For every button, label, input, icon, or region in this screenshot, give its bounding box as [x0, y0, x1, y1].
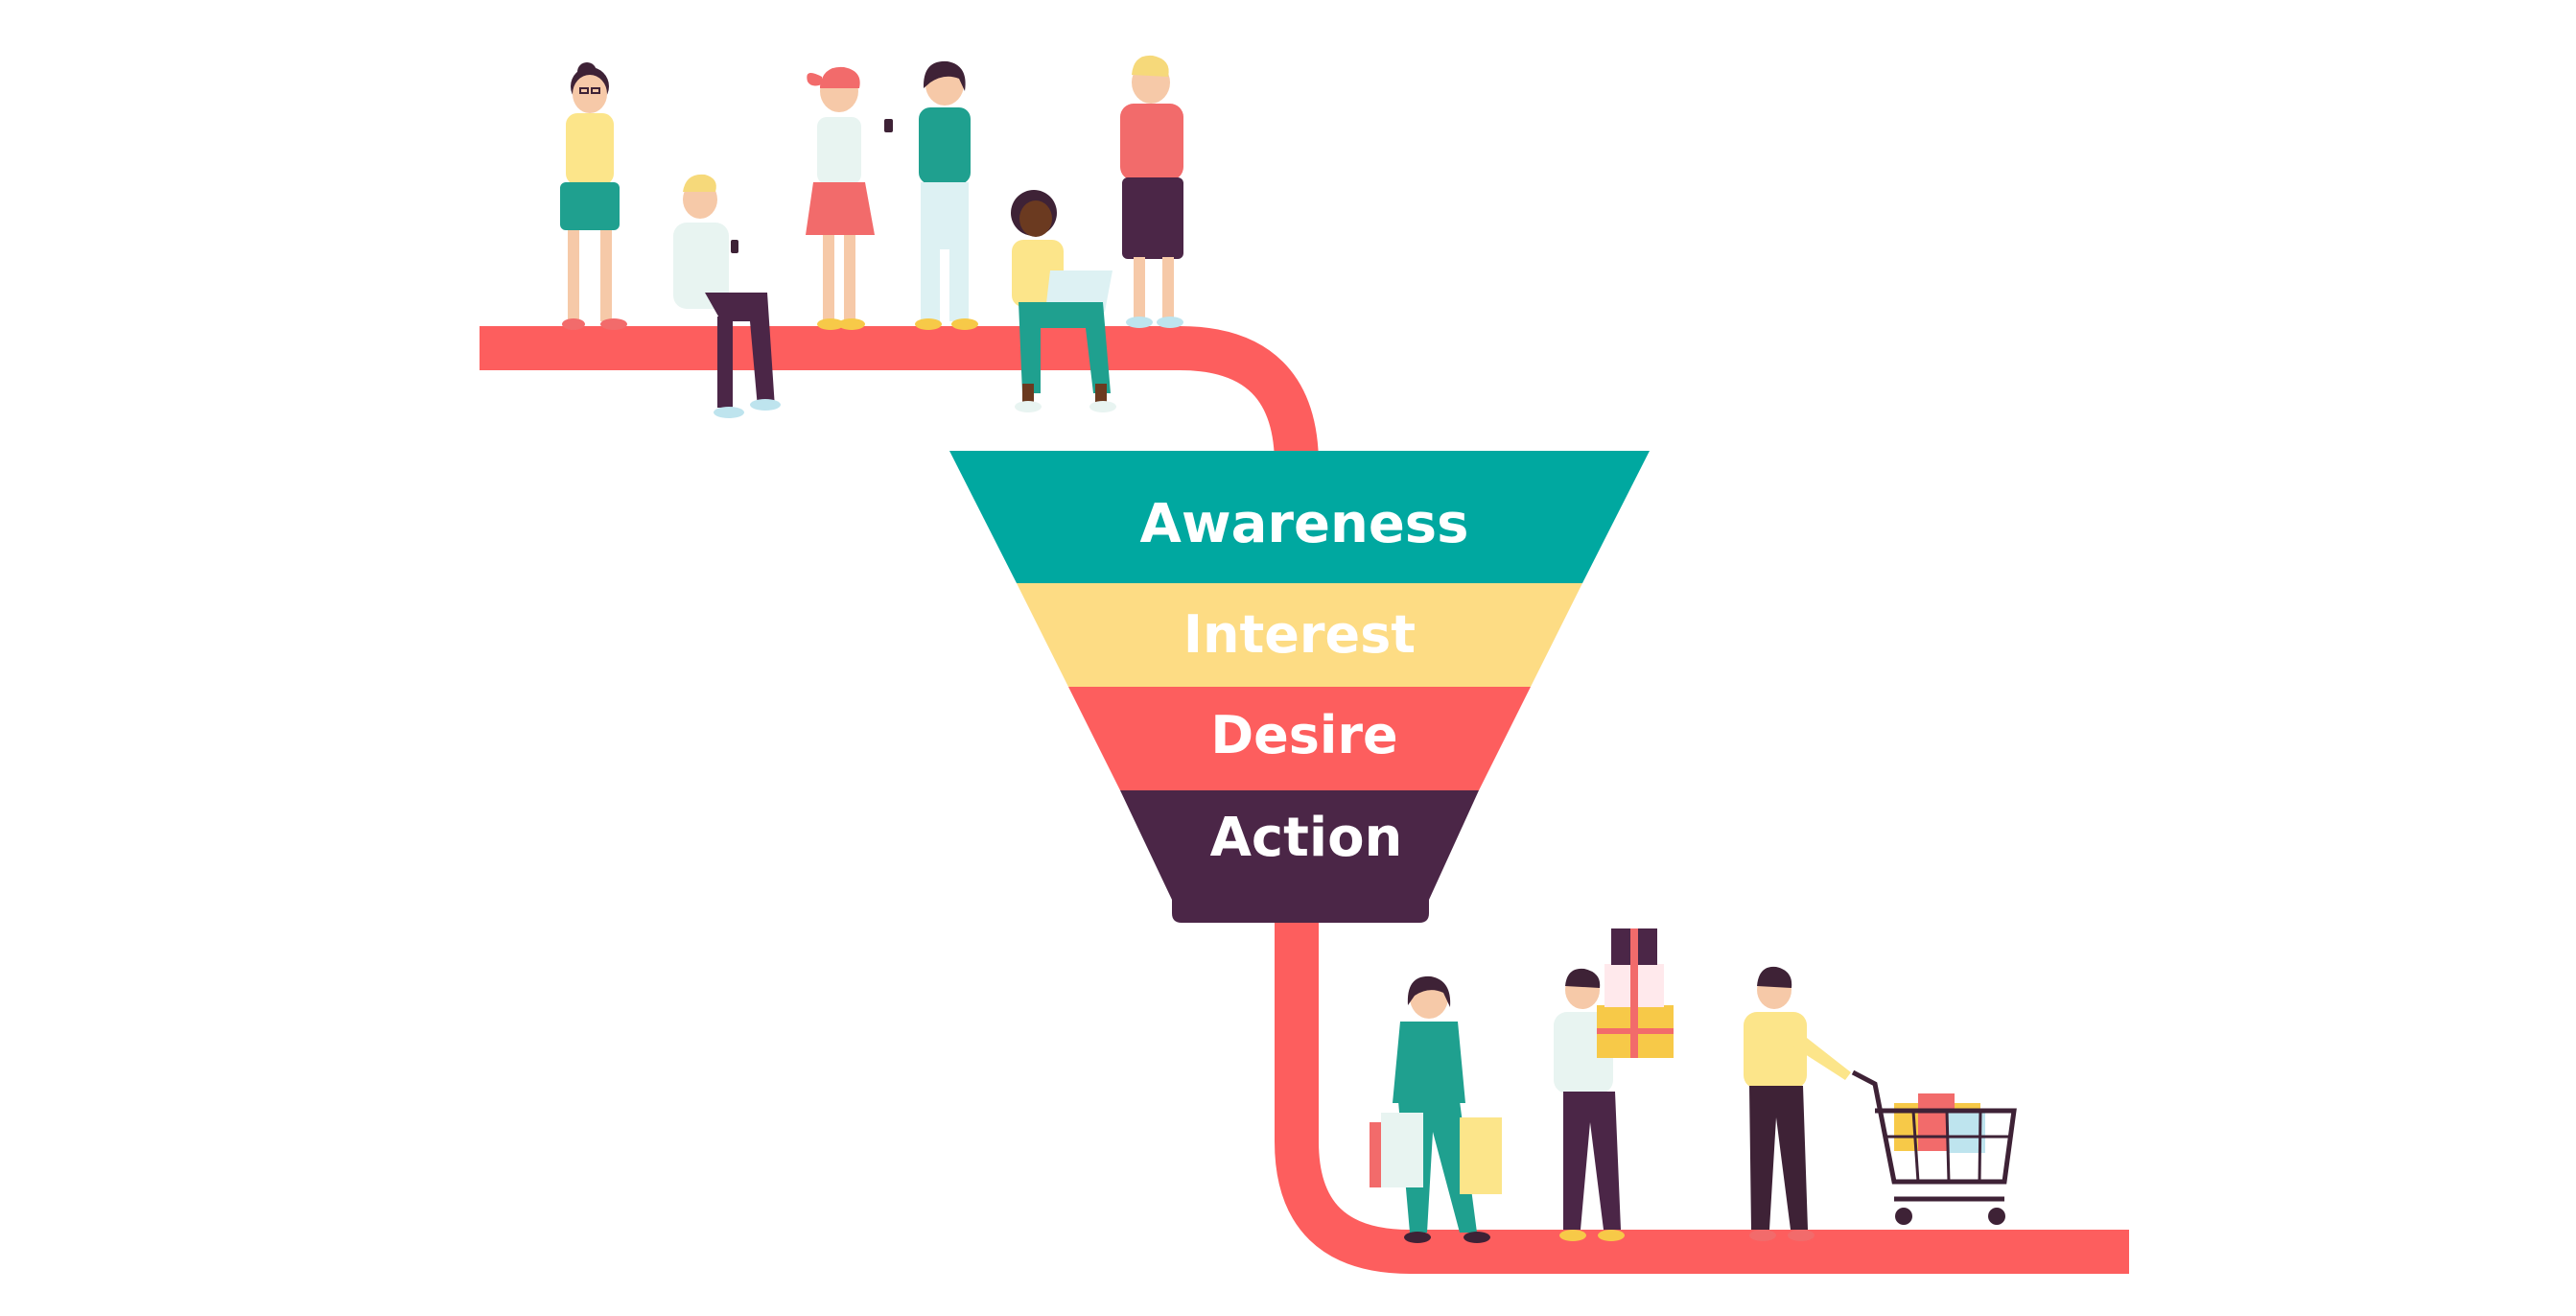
- funnel-label-desire: Desire: [1210, 705, 1397, 765]
- funnel-label-action: Action: [1210, 807, 1403, 869]
- path-line: [480, 326, 1319, 466]
- customer-gift-boxes-man: [1554, 928, 1674, 1241]
- funnel-stage-action: [1120, 790, 1479, 923]
- customer-shopping-bags-woman: [1370, 975, 1502, 1243]
- path-line-bottom: [1275, 902, 2129, 1274]
- funnel-stage-interest: [1017, 583, 1582, 687]
- funnel-stage-awareness: [949, 451, 1650, 583]
- person-laptop-woman: [1011, 190, 1116, 412]
- customer-path: [480, 326, 2129, 1274]
- funnel-label-interest: Interest: [1183, 604, 1416, 665]
- person-glasses-woman: [560, 62, 627, 330]
- shopping-cart-icon: [1851, 1069, 2017, 1225]
- person-redhead-woman: [806, 66, 893, 330]
- crowd-before-funnel: [560, 55, 1183, 418]
- person-sitting-blond-man: [673, 174, 781, 418]
- funnel-label-awareness: Awareness: [1140, 493, 1469, 555]
- person-teal-shirt-woman: [915, 60, 978, 330]
- funnel: Awareness Interest Desire Action: [949, 451, 1650, 923]
- customers-after-funnel: [1370, 928, 2017, 1243]
- person-thinking-man: [1120, 55, 1183, 328]
- funnel-stage-desire: [1068, 687, 1531, 790]
- customer-cart-man: [1744, 966, 2017, 1241]
